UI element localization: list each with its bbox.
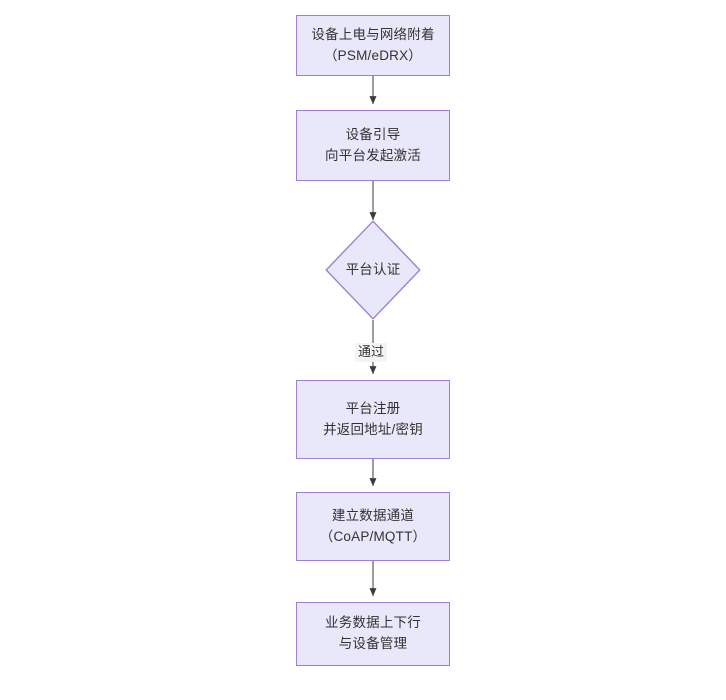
flow-node-data-channel[interactable]: 建立数据通道 （CoAP/MQTT） (296, 492, 450, 561)
flow-node-label: 平台认证 (345, 261, 401, 277)
flow-node-label: 设备引导 向平台发起激活 (325, 126, 421, 163)
flow-node-platform-auth-decision[interactable]: 平台认证 (325, 220, 421, 320)
flow-node-business-data[interactable]: 业务数据上下行 与设备管理 (296, 602, 450, 666)
flow-node-label: 平台注册 并返回地址/密钥 (323, 400, 423, 437)
flow-node-label: 设备上电与网络附着 （PSM/eDRX） (311, 26, 435, 63)
flow-node-device-bootstrap[interactable]: 设备引导 向平台发起激活 (296, 110, 450, 181)
diamond-shape-icon (325, 220, 421, 320)
flow-node-label: 建立数据通道 （CoAP/MQTT） (319, 507, 427, 544)
flow-node-label: 业务数据上下行 与设备管理 (325, 615, 421, 651)
flow-node-device-power-on[interactable]: 设备上电与网络附着 （PSM/eDRX） (296, 15, 450, 76)
edge-label-pass: 通过 (355, 343, 388, 362)
flow-node-platform-register[interactable]: 平台注册 并返回地址/密钥 (296, 380, 450, 459)
